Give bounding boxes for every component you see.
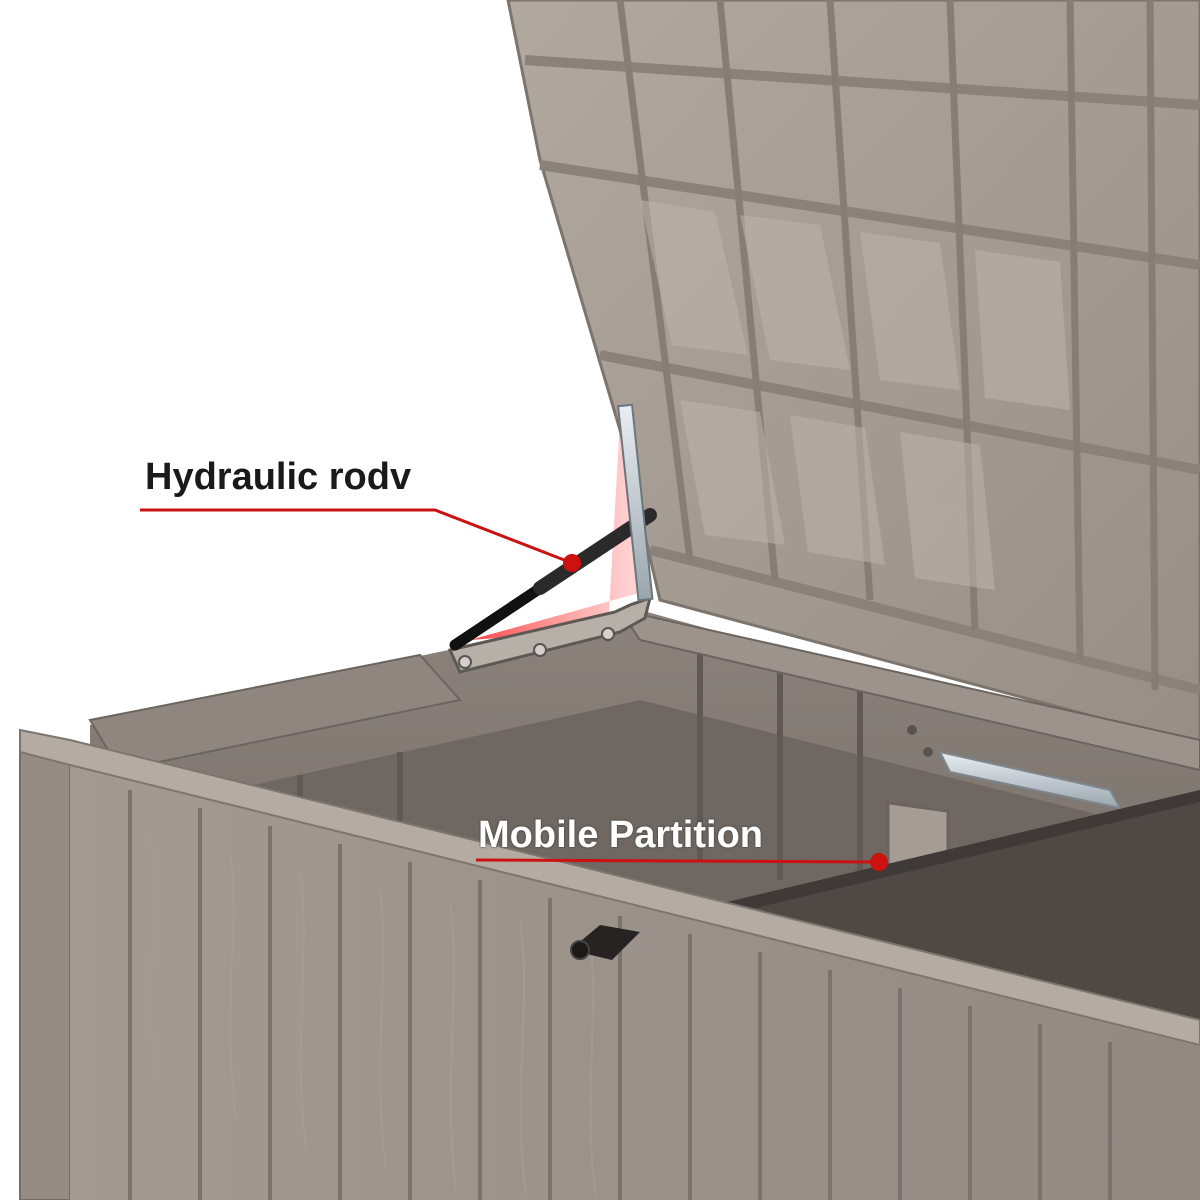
partition-clip — [570, 925, 640, 960]
support-tube — [938, 750, 1122, 810]
callout-leaders — [140, 508, 888, 871]
front-wall — [19, 728, 1200, 1200]
lid — [506, 0, 1200, 747]
mobile-partition-label: Mobile Partition — [478, 814, 763, 856]
mobile-partition-marker — [870, 853, 888, 871]
hydraulic-rod-label: Hydraulic rodv — [145, 456, 412, 498]
hydraulic-rod-assembly — [447, 403, 657, 674]
hydraulic-rod-marker — [563, 554, 581, 572]
rear-rim-right — [617, 608, 1200, 772]
